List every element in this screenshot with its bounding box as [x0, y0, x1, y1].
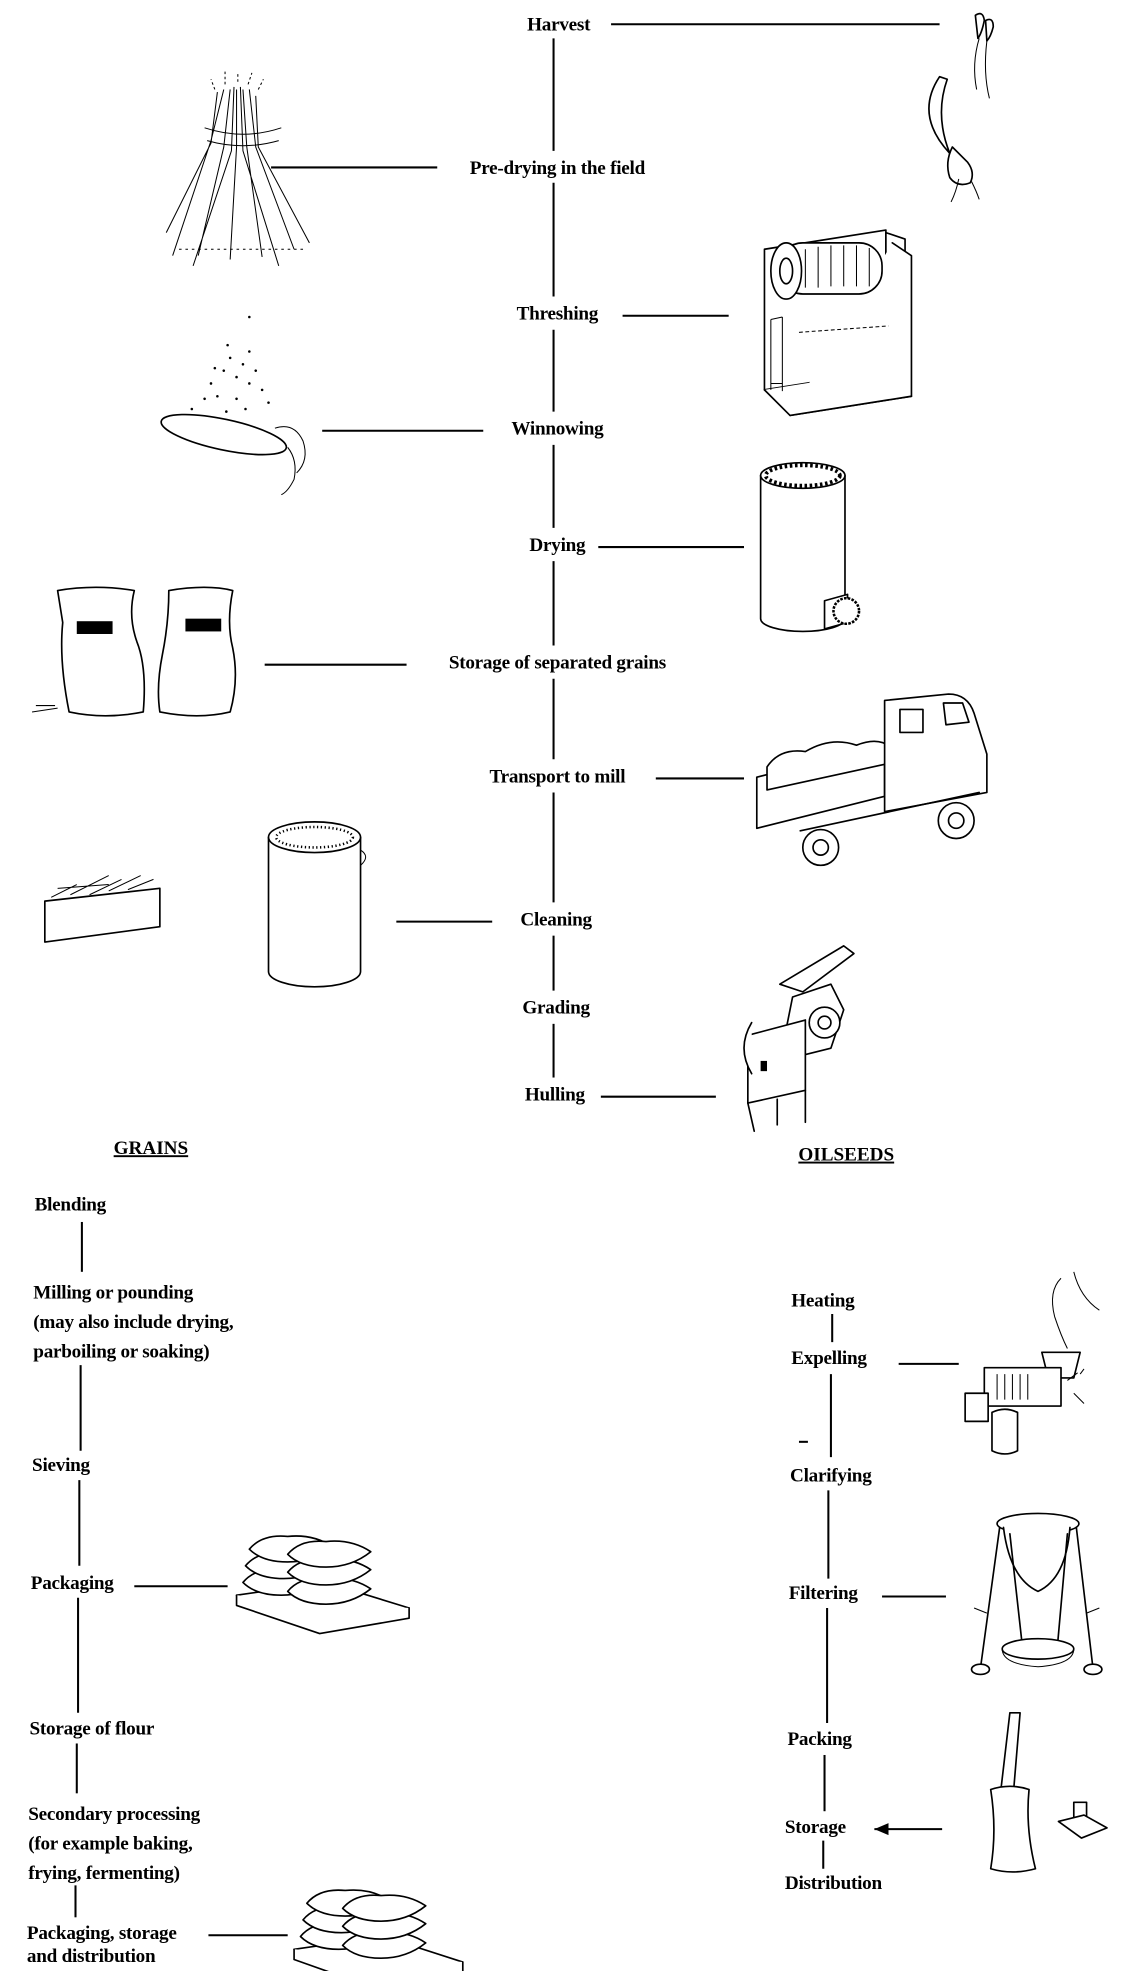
- grains-step-blending: Blending: [35, 1194, 107, 1215]
- grains-step-milling-note-1: (may also include drying,: [33, 1312, 234, 1333]
- grains-step-secondary-note-1: (for example baking,: [28, 1834, 193, 1855]
- grain-sheaf-icon: [165, 71, 310, 267]
- main-chain: Harvest Pre-drying in the field Threshin…: [264, 15, 940, 1106]
- step-cleaning: Cleaning: [520, 909, 592, 930]
- grains-heading: GRAINS: [114, 1138, 189, 1159]
- grains-step-secondary-note-2: frying, fermenting): [28, 1863, 180, 1884]
- grains-connectors: [74, 1221, 288, 1937]
- main-chain-leaders: [264, 23, 940, 1098]
- grain-dryer-icon: [759, 461, 861, 633]
- hand-sickle-icon: [928, 12, 995, 203]
- oil-bag-icon: [989, 1711, 1108, 1873]
- grains-step-packaging-storage: Packaging, storage: [27, 1923, 177, 1944]
- step-drying: Drying: [529, 535, 586, 556]
- winnowing-tray-icon: [160, 315, 306, 496]
- grains-step-packaging: Packaging: [31, 1573, 115, 1594]
- grains-step-milling: Milling or pounding: [33, 1283, 193, 1304]
- step-transport-to-mill: Transport to mill: [489, 766, 625, 787]
- oilseeds-step-packing: Packing: [787, 1729, 852, 1750]
- truck-icon: [755, 693, 988, 867]
- oilseeds-step-heating: Heating: [791, 1290, 855, 1311]
- grain-sacks-icon: [31, 586, 237, 717]
- step-harvest: Harvest: [527, 15, 591, 36]
- oilseeds-heading: OILSEEDS: [798, 1145, 894, 1166]
- cleaning-bin-icon: [43, 821, 367, 988]
- step-storage-separated-grains: Storage of separated grains: [449, 653, 666, 674]
- threshing-machine-icon: [763, 229, 913, 417]
- oilseeds-step-storage: Storage: [785, 1817, 846, 1838]
- oil-expeller-icon: [964, 1271, 1100, 1455]
- step-grading: Grading: [522, 998, 590, 1019]
- step-hulling: Hulling: [525, 1085, 586, 1106]
- step-threshing: Threshing: [517, 304, 599, 325]
- step-pre-drying: Pre-drying in the field: [470, 158, 646, 179]
- grains-step-packaging-storage-2: and distribution: [27, 1946, 156, 1967]
- bags-on-pallet-icon: [293, 1889, 464, 1971]
- grains-step-sieving: Sieving: [32, 1455, 90, 1476]
- grains-step-milling-note-2: parboiling or soaking): [33, 1341, 209, 1362]
- filter-stand-icon: [970, 1512, 1103, 1676]
- bags-on-pallet-icon: [235, 1535, 410, 1635]
- grains-step-secondary-processing: Secondary processing: [28, 1804, 200, 1825]
- grains-chain: GRAINS Blending Milling or pounding (may…: [27, 1138, 288, 1967]
- huller-machine-icon: [743, 945, 855, 1133]
- oilseeds-step-filtering: Filtering: [789, 1583, 859, 1604]
- oilseeds-connectors: [798, 1314, 959, 1869]
- grains-step-storage-of-flour: Storage of flour: [29, 1719, 154, 1740]
- oilseeds-step-expelling: Expelling: [791, 1348, 867, 1369]
- step-winnowing: Winnowing: [511, 419, 604, 440]
- oilseeds-chain: OILSEEDS Heating Expelling Clarifying Fi…: [785, 1145, 959, 1894]
- oilseeds-step-clarifying: Clarifying: [790, 1465, 872, 1486]
- oilseeds-step-distribution: Distribution: [785, 1873, 883, 1894]
